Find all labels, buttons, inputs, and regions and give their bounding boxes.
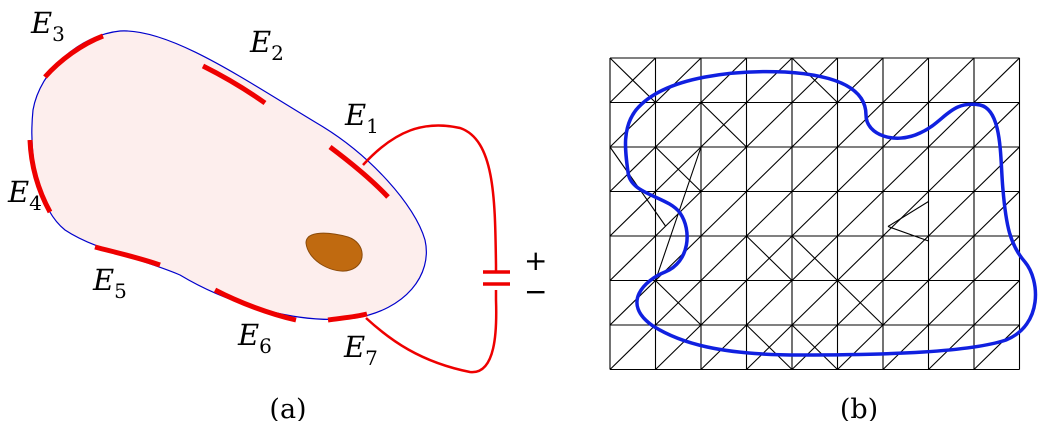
mesh-edge bbox=[609, 57, 656, 103]
mesh-edge bbox=[882, 324, 929, 370]
mesh-edge bbox=[791, 57, 838, 103]
electrode-e4 bbox=[27, 139, 53, 214]
mesh-edge bbox=[791, 280, 838, 326]
mesh-edge bbox=[746, 57, 793, 103]
wire-e7 bbox=[365, 290, 498, 374]
mesh-edge bbox=[837, 146, 884, 192]
source-plus-label: + bbox=[524, 244, 547, 277]
mesh-edge bbox=[882, 146, 929, 192]
mesh-edge bbox=[700, 57, 747, 103]
inclusion bbox=[305, 232, 363, 272]
mesh-edge bbox=[791, 324, 838, 370]
mesh-edge bbox=[746, 102, 793, 148]
mesh-edge bbox=[746, 191, 793, 237]
mesh-edge bbox=[700, 102, 747, 148]
source-minus-label: − bbox=[524, 275, 547, 308]
mesh-edge bbox=[882, 102, 929, 148]
mesh-edge bbox=[655, 324, 702, 370]
panel-a: + − E1 E2 E3 E4 E5 E6 E7 (a) bbox=[7, 6, 547, 421]
label-e6: E6 bbox=[237, 318, 272, 358]
mesh-edge bbox=[928, 280, 975, 326]
electrode-e1 bbox=[328, 145, 390, 199]
mesh-edge bbox=[882, 191, 929, 237]
mesh-edge bbox=[887, 201, 929, 227]
mesh-edge bbox=[791, 146, 838, 192]
electrode-e2 bbox=[201, 63, 267, 106]
mesh-edge bbox=[700, 191, 747, 237]
panel-b: (b) bbox=[609, 57, 1038, 421]
mesh-edge bbox=[837, 324, 884, 370]
mesh-edge bbox=[837, 57, 884, 103]
mesh-edge bbox=[609, 280, 656, 326]
wire-e1 bbox=[362, 124, 498, 272]
mesh-edge bbox=[746, 324, 793, 370]
mesh-edge bbox=[928, 57, 975, 103]
electrode-e6 bbox=[213, 287, 297, 323]
mesh-edge bbox=[700, 324, 747, 370]
label-e2: E2 bbox=[249, 25, 284, 65]
label-e5: E5 bbox=[92, 263, 127, 303]
label-e1: E1 bbox=[344, 98, 379, 138]
mesh-edge bbox=[882, 280, 929, 326]
mesh-edge bbox=[746, 280, 793, 326]
mesh-edge bbox=[791, 191, 838, 237]
triangular-mesh bbox=[609, 57, 1021, 371]
mesh-edge bbox=[882, 235, 929, 281]
mesh-edge bbox=[746, 146, 793, 192]
mesh-edge bbox=[746, 235, 793, 281]
electrode-e3 bbox=[43, 33, 104, 79]
mesh-edge bbox=[654, 146, 702, 281]
mesh-edge bbox=[609, 235, 656, 281]
mesh-edge bbox=[928, 191, 975, 237]
electrodes bbox=[27, 33, 390, 323]
mesh-edge bbox=[655, 146, 702, 192]
electrode-e5 bbox=[94, 244, 161, 268]
mesh-edge bbox=[928, 102, 975, 148]
mesh-edge bbox=[973, 191, 1020, 237]
mesh-edge bbox=[700, 280, 747, 326]
mesh-edge bbox=[837, 191, 884, 237]
mesh-edge bbox=[837, 280, 884, 326]
mesh-edge bbox=[609, 191, 656, 237]
label-e4: E4 bbox=[7, 175, 42, 215]
electrode-e7 bbox=[327, 311, 368, 323]
mesh-edge bbox=[973, 324, 1020, 370]
mesh-edge bbox=[609, 146, 656, 192]
mesh-edge bbox=[973, 280, 1020, 326]
mesh-edge bbox=[928, 235, 975, 281]
mesh-edge bbox=[609, 324, 656, 370]
caption-a: (a) bbox=[269, 394, 306, 421]
mesh-edge bbox=[655, 280, 702, 326]
mesh-edge bbox=[655, 57, 702, 103]
label-e7: E7 bbox=[343, 330, 378, 370]
mesh-edge bbox=[882, 57, 929, 103]
mesh-edge bbox=[928, 324, 975, 370]
boundary-curve bbox=[623, 69, 1038, 357]
mesh-edge bbox=[837, 102, 884, 148]
mesh-edge bbox=[791, 235, 838, 281]
caption-b: (b) bbox=[840, 394, 878, 421]
mesh-edge bbox=[700, 146, 747, 192]
voltage-source: + − bbox=[483, 244, 547, 308]
mesh-edge bbox=[973, 57, 1020, 103]
label-e3: E3 bbox=[30, 6, 65, 46]
mesh-edge bbox=[837, 235, 884, 281]
mesh-edge bbox=[609, 102, 656, 148]
mesh-edge bbox=[791, 102, 838, 148]
mesh-edge bbox=[973, 146, 1020, 192]
mesh-edge bbox=[887, 225, 929, 242]
mesh-edge bbox=[655, 102, 702, 148]
mesh-edge bbox=[928, 146, 975, 192]
mesh-edge bbox=[700, 235, 747, 281]
